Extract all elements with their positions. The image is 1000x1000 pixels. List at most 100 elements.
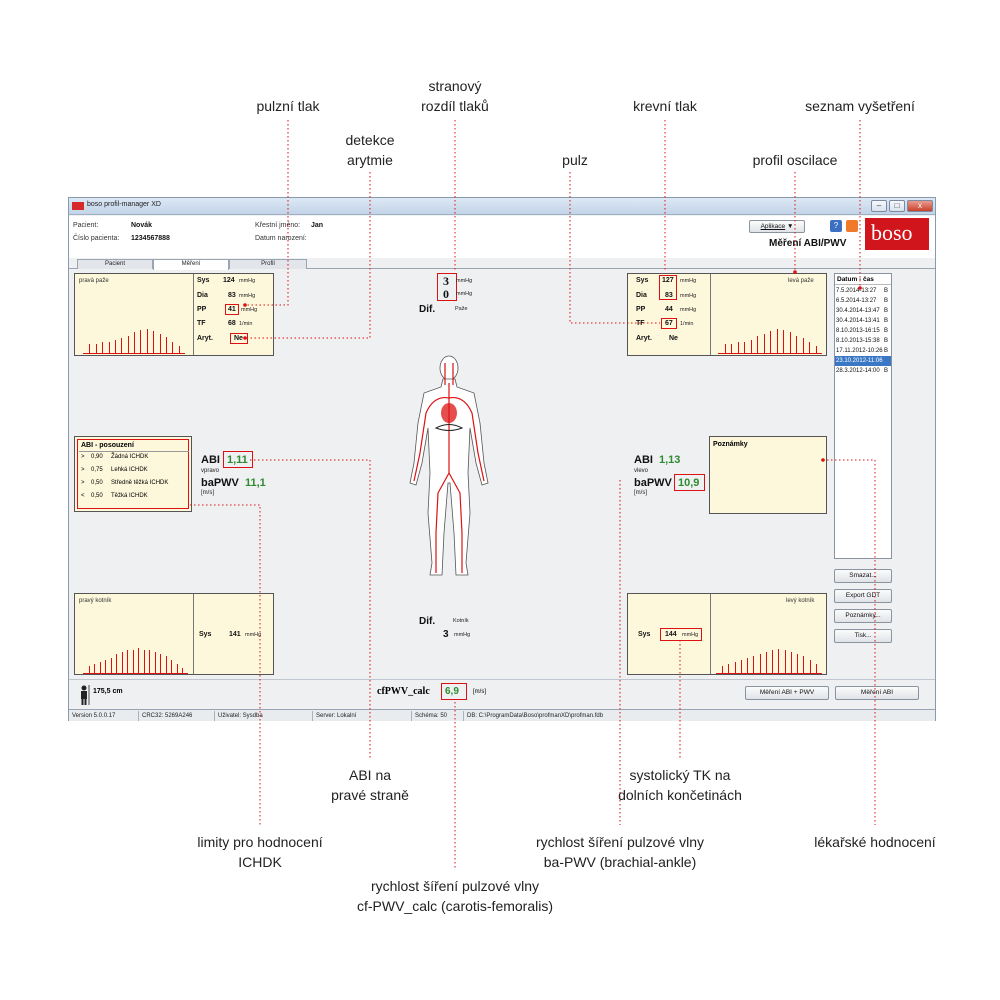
- callout-limits-line2: ICHDK: [238, 854, 282, 870]
- bapwv-left-value: 10,9: [678, 477, 700, 489]
- abi-legend-operator: >: [81, 467, 85, 473]
- bottom-strip: 175,5 cm cfPWV_calc 6,9 [m/s] Měření ABI…: [69, 679, 935, 707]
- right-arm-pp: 41: [228, 306, 236, 313]
- unit-label: mmHg: [680, 307, 697, 313]
- cfpwv-unit: [m/s]: [473, 689, 486, 695]
- minimize-button[interactable]: –: [871, 200, 887, 212]
- highlight-box: [230, 333, 248, 344]
- callout-pulse-pressure: pulzní tlak: [256, 98, 320, 114]
- oscillation-bar: [728, 664, 729, 674]
- tab-patient[interactable]: Pacient: [77, 259, 153, 269]
- exam-flag: B: [883, 348, 888, 354]
- ankle-diff-value: 3: [443, 629, 449, 640]
- highlight-box: [225, 304, 239, 315]
- title-bar[interactable]: boso profil-manager XD – □ x: [69, 198, 935, 215]
- status-schema: Schéma: 50: [412, 711, 464, 721]
- oscillation-bar: [166, 656, 167, 674]
- callout-medical-eval: lékařské hodnocení: [814, 834, 936, 850]
- oscillation-bar: [772, 650, 773, 674]
- maximize-button[interactable]: □: [889, 200, 905, 212]
- oscillation-bar: [803, 656, 804, 674]
- export-gdt-button[interactable]: Export GDT: [834, 589, 892, 603]
- ankle-diff-label: Dif.: [419, 616, 436, 627]
- right-arm-oscillation: [83, 314, 185, 354]
- measure-abi-pwv-button[interactable]: Měření ABI + PWV: [745, 686, 829, 700]
- exam-flag: B: [883, 338, 888, 344]
- abi-left-value: 1,13: [659, 454, 681, 466]
- oscillation-bar: [760, 654, 761, 674]
- oscillation-bar: [147, 329, 148, 354]
- delete-button[interactable]: Smazat...: [834, 569, 892, 583]
- oscillation-bar: [777, 329, 778, 354]
- divider: [193, 594, 194, 674]
- oscillation-bar: [725, 344, 726, 354]
- measure-abi-button[interactable]: Měření ABI: [835, 686, 919, 700]
- mode-title: Měření ABI/PWV: [769, 238, 847, 249]
- oscillation-bar: [127, 650, 128, 674]
- oscillation-bar: [770, 331, 771, 354]
- aryt-label: Aryt.: [197, 335, 213, 342]
- callout-side-diff-line2: rozdíl tlaků: [421, 98, 489, 114]
- print-button[interactable]: Tisk...: [834, 629, 892, 643]
- oscillation-bar: [89, 344, 90, 354]
- exam-date: 23.10.2012-11:06: [836, 358, 883, 364]
- oscillation-bar: [796, 336, 797, 354]
- callout-osc-profile: profil oscilace: [752, 152, 838, 168]
- tab-measurement[interactable]: Měření: [153, 259, 229, 270]
- exam-list-item[interactable]: 23.10.2012-11:06: [835, 356, 891, 366]
- oscillation-bar: [744, 342, 745, 354]
- right-ankle-oscillation: [83, 634, 188, 674]
- exam-flag: B: [883, 368, 888, 374]
- exam-date: 28.3.2012-14:00: [836, 368, 880, 374]
- app-menu-button[interactable]: Aplikace ▼: [749, 220, 805, 233]
- close-button[interactable]: x: [907, 200, 933, 212]
- tab-profile[interactable]: Profil: [229, 259, 307, 269]
- left-arm-oscillation: [718, 314, 822, 354]
- oscillation-bar: [790, 332, 791, 354]
- exam-flag: B: [883, 328, 888, 334]
- exam-date: 30.4.2014-13:41: [836, 318, 880, 324]
- oscillation-bar: [783, 330, 784, 354]
- right-arm-title: pravá paže: [79, 278, 109, 284]
- right-ankle-title: pravý kotník: [79, 598, 112, 604]
- tf-label: TF: [197, 320, 206, 327]
- unit-label: mmHg: [456, 291, 473, 297]
- abi-legend-threshold: 0,50: [91, 480, 103, 486]
- exam-flag: B: [883, 308, 888, 314]
- callout-exam-list: seznam vyšetření: [805, 98, 915, 114]
- birthdate-label: Datum narození:: [255, 235, 307, 242]
- oscillation-bar: [171, 660, 172, 674]
- oscillation-bar: [105, 660, 106, 674]
- callout-blood-pressure: krevní tlak: [633, 98, 697, 114]
- exam-list-header[interactable]: Datum - čas: [835, 274, 891, 285]
- oscillation-bar: [747, 658, 748, 674]
- exam-date: 17.11.2012-10:26: [836, 348, 883, 354]
- oscillation-bar: [122, 652, 123, 674]
- arm-diff-label: Dif.: [419, 304, 436, 315]
- settings-icon[interactable]: [846, 220, 858, 232]
- oscillation-bar: [751, 340, 752, 354]
- oscillation-bar: [166, 337, 167, 354]
- status-db: DB: C:\ProgramData\Boso\profmanXD\profma…: [467, 713, 604, 719]
- notes-button[interactable]: Poznámky...: [834, 609, 892, 623]
- oscillation-bar: [753, 656, 754, 674]
- oscillation-bar: [177, 664, 178, 674]
- abi-legend-threshold: 0,75: [91, 467, 103, 473]
- help-icon[interactable]: ?: [830, 220, 842, 232]
- arm-diff-box: [437, 273, 457, 301]
- notes-panel[interactable]: Poznámky: [709, 436, 827, 514]
- right-arm-arrhythmia: Ne: [234, 335, 243, 342]
- sys-label: Sys: [199, 631, 212, 638]
- abi-legend-text: Žádná ICHDK: [111, 454, 149, 460]
- divider: [79, 451, 189, 452]
- left-ankle-oscillation: [716, 634, 822, 674]
